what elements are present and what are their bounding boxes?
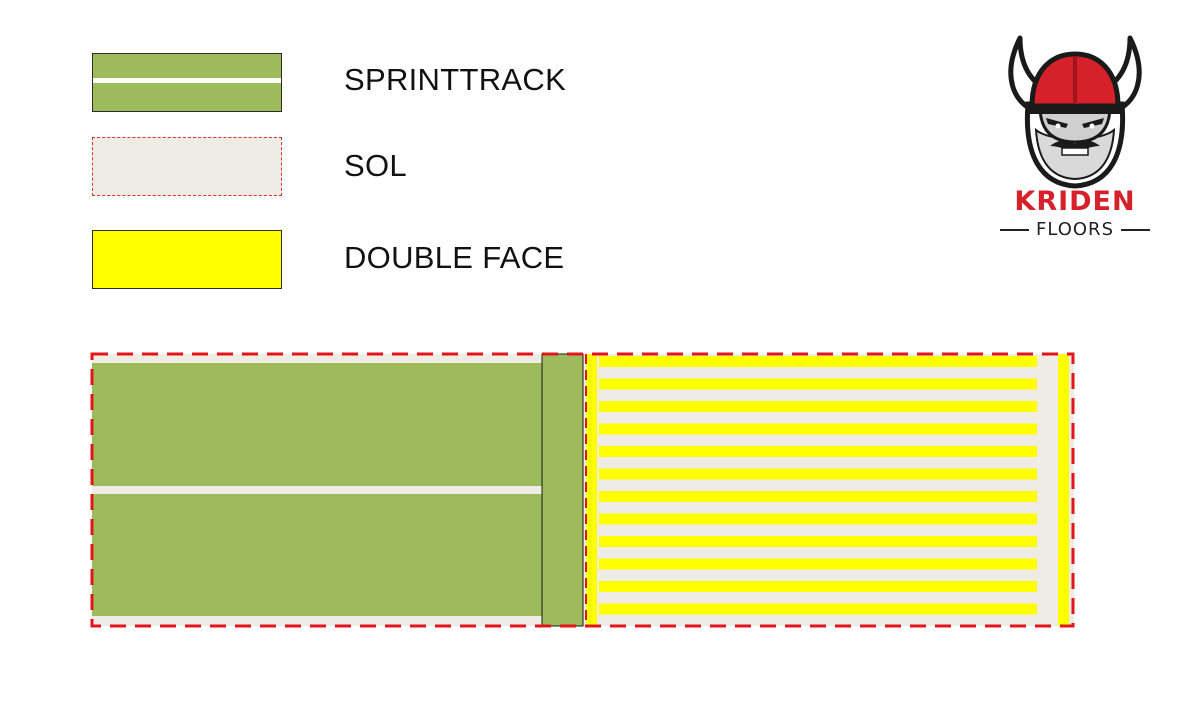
legend-label-double-face: DOUBLE FACE [344, 240, 565, 275]
brand-tagline: FLOORS [1035, 219, 1114, 240]
brand-tagline-row: FLOORS [1000, 219, 1150, 240]
legend-swatch-sol [92, 137, 282, 196]
double-face-stripe-4 [599, 423, 1037, 435]
legend-swatch-sprinttrack [92, 53, 282, 112]
double-face-stripes [599, 356, 1037, 615]
tagline-dash-right [1121, 228, 1150, 231]
double-face-stripe-1 [599, 356, 1037, 367]
double-face-stripe-10 [599, 558, 1037, 570]
sprinttrack-lane-line [93, 78, 281, 83]
brand-name: KRIDEN [1014, 186, 1136, 217]
double-face-stripe-12 [599, 603, 1037, 615]
tagline-dash-left [1000, 228, 1029, 231]
double-face-stripe-6 [599, 468, 1037, 480]
sprinttrack-lane-bottom [92, 494, 542, 616]
viking-mascot-logo-icon [1008, 35, 1142, 189]
double-face-stripe-11 [599, 581, 1037, 592]
double-face-stripe-7 [599, 491, 1037, 502]
legend-label-sol: SOL [344, 148, 407, 183]
double-face-edge-right [1058, 354, 1069, 626]
sprinttrack-end-block [541, 353, 584, 627]
legend-label-sprinttrack: SPRINTTRACK [344, 62, 567, 97]
legend-swatch-double-face [92, 230, 282, 289]
floor-outline [90, 352, 1075, 628]
double-face-stripe-3 [599, 401, 1037, 412]
sprinttrack-lane-top [92, 363, 542, 486]
double-face-stripe-2 [599, 378, 1037, 390]
double-face-stripe-8 [599, 513, 1037, 525]
double-face-stripe-9 [599, 536, 1037, 547]
double-face-stripe-5 [599, 446, 1037, 457]
double-face-edge-left [586, 354, 597, 626]
